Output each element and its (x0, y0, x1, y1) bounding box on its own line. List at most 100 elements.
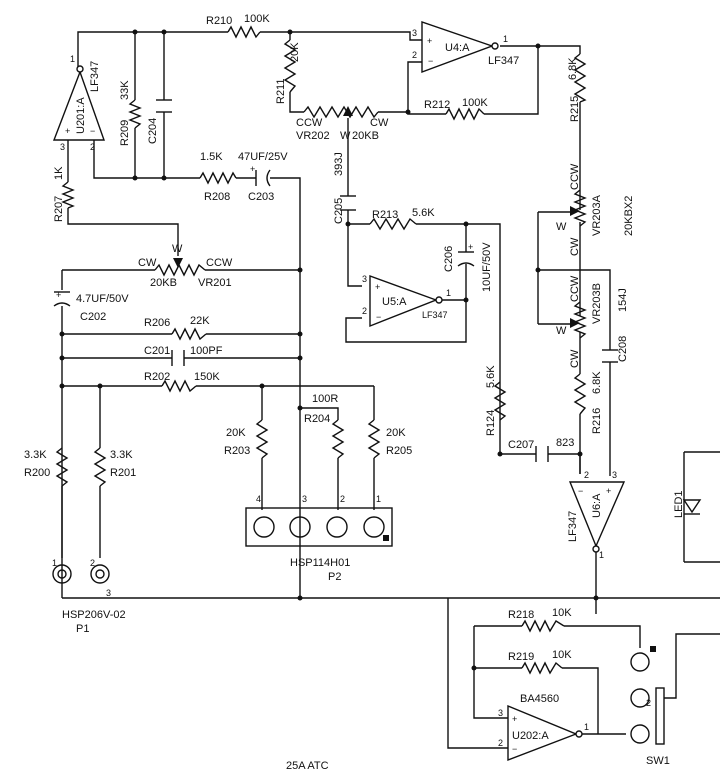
svg-text:−: − (578, 486, 583, 496)
opamp-u5a: + − U5:A LF347 3 2 1 (362, 274, 451, 328)
r218-ref: R218 (508, 609, 534, 621)
vr201-value: 20KB (150, 277, 177, 289)
r207-value: 1K (53, 166, 65, 180)
u201a-ref: U201:A (75, 97, 87, 134)
r210-value: 100K (244, 13, 270, 25)
vr203a-cw: CW (569, 237, 581, 256)
u6a-part: LF347 (567, 511, 579, 542)
c204-ref: C204 (147, 118, 159, 144)
vr201-ccw: CCW (206, 257, 233, 269)
sw1-pin: 2 (646, 698, 651, 708)
r204-value: 100R (312, 393, 338, 405)
svg-text:+: + (65, 126, 70, 136)
u6a-pin-plus: 3 (612, 470, 617, 480)
r203-ref: R203 (224, 445, 250, 457)
capacitor-bodies: + + + (53, 99, 618, 462)
r201-value: 3.3K (110, 449, 133, 461)
p2-pin-2: 2 (340, 494, 345, 504)
r204-ref: R204 (304, 413, 330, 425)
u202a-ref: U202:A (512, 730, 549, 742)
r207-ref: R207 (53, 196, 65, 222)
svg-text:−: − (512, 744, 517, 754)
r213-ref: R213 (372, 209, 398, 221)
c207-ref: C207 (508, 439, 534, 451)
svg-text:−: − (428, 56, 433, 66)
r213-value: 5.6K (412, 207, 435, 219)
r203-value: 20K (226, 427, 246, 439)
u6a-pin-minus: 2 (584, 470, 589, 480)
u4a-part: LF347 (488, 55, 519, 67)
vr203-value: 20KBX2 (623, 196, 635, 236)
u5a-pin-minus: 2 (362, 306, 367, 316)
vr201-wiper: W (172, 243, 183, 255)
p2-pin-3: 3 (302, 494, 307, 504)
svg-text:+: + (56, 290, 61, 300)
c208-ref: C208 (617, 336, 629, 362)
switch-sw1: 2 SW1 (630, 646, 670, 767)
r216-value: 6.8K (591, 371, 603, 394)
c201-ref: C201 (144, 345, 170, 357)
vr201-cw: CW (138, 257, 157, 269)
r215-value: 6.8K (567, 57, 579, 80)
junctions (59, 29, 599, 671)
r201-ref: R201 (110, 467, 136, 479)
u202a-pin-out: 1 (584, 722, 589, 732)
p1-ref: P1 (76, 623, 89, 635)
u5a-pin-out: 1 (446, 288, 451, 298)
r205-value: 20K (386, 427, 406, 439)
p2-pin-4: 4 (256, 494, 261, 504)
u4a-pin-minus: 2 (412, 50, 417, 60)
r209-value: 33K (119, 80, 131, 100)
c203-value: 47UF/25V (238, 151, 288, 163)
opamp-u202a: + − U202:A BA4560 3 2 1 (498, 693, 589, 762)
svg-text:+: + (375, 282, 380, 292)
svg-text:+: + (512, 714, 517, 724)
connector-p1: 1 2 3 HSP206V-02 P1 (52, 558, 126, 635)
r208-value: 1.5K (200, 151, 223, 163)
resistor-bodies (55, 25, 587, 675)
r206-value: 22K (190, 315, 210, 327)
svg-text:−: − (376, 312, 381, 322)
p2-pin-1: 1 (376, 494, 381, 504)
vr202-ref: VR202 (296, 130, 330, 142)
u201a-part: LF347 (89, 61, 101, 92)
p1-pin-2: 2 (90, 558, 95, 568)
r212-value: 100K (462, 97, 488, 109)
c206-ref: C206 (443, 246, 455, 272)
u201a-pin-out: 1 (70, 54, 75, 64)
wires (61, 31, 720, 749)
vr201-ref: VR201 (198, 277, 232, 289)
u6a-pin-out: 1 (599, 550, 604, 560)
r211-ref: R211 (275, 79, 287, 104)
r216-ref: R216 (591, 408, 603, 434)
r211-value: 20K (289, 42, 301, 62)
r202-value: 150K (194, 371, 220, 383)
c206-value: 10UF/50V (481, 242, 493, 292)
bottom-text: 25A ATC (286, 760, 329, 769)
p2-ref: P2 (328, 571, 341, 583)
c203-ref: C203 (248, 191, 274, 203)
opamp-u6a: − + U6:A LF347 2 3 1 (567, 470, 626, 560)
vr202-wiper: W (340, 130, 351, 142)
r210-ref: R210 (206, 15, 232, 27)
c202-value: 4.7UF/50V (76, 293, 129, 305)
u202a-pin-plus: 3 (498, 708, 503, 718)
u6a-ref: U6:A (591, 493, 603, 518)
p1-pin-3: 3 (106, 588, 111, 598)
c205-ref: C205 (333, 198, 345, 224)
u4a-ref: U4:A (445, 42, 470, 54)
u202a-part: BA4560 (520, 693, 559, 705)
vr203a-wiper: W (556, 221, 567, 233)
vr203a-ref: VR203A (591, 194, 603, 236)
c205-value: 393J (333, 152, 345, 176)
u201a-pin-plus: 3 (60, 142, 65, 152)
r124-ref: R124 (485, 410, 497, 436)
u201a-pin-minus: 2 (90, 142, 95, 152)
u4a-pin-out: 1 (503, 34, 508, 44)
c208-value: 154J (617, 288, 629, 312)
u202a-pin-minus: 2 (498, 738, 503, 748)
svg-text:+: + (427, 36, 432, 46)
connector-p2: 4 3 2 1 HSP114H01 P2 (245, 494, 393, 583)
c201-value: 100PF (190, 345, 223, 357)
